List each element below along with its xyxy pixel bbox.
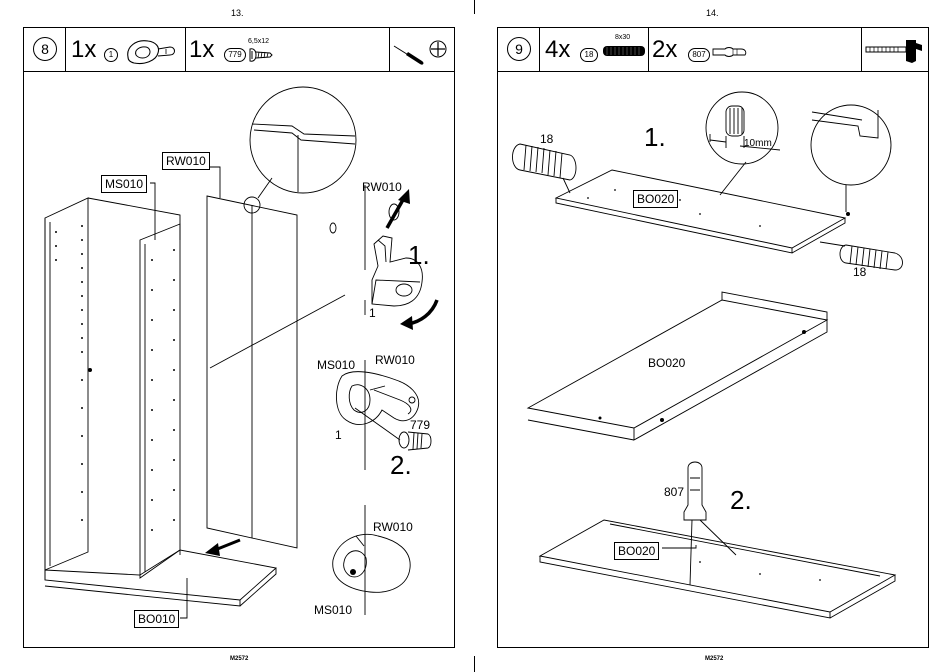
step-2-label: 2. <box>730 485 752 516</box>
part-label-bo020: BO020 <box>614 542 659 560</box>
step-1-label: 1. <box>644 122 666 153</box>
part-label-bo020: BO020 <box>633 190 678 208</box>
bo020-label: BO020 <box>648 356 685 370</box>
dowel-18-callout: 18 <box>853 265 866 279</box>
part-807-callout: 807 <box>664 485 684 499</box>
dowel-18-callout: 18 <box>540 132 553 146</box>
dowel-depth-measurement: 10mm <box>744 138 772 149</box>
